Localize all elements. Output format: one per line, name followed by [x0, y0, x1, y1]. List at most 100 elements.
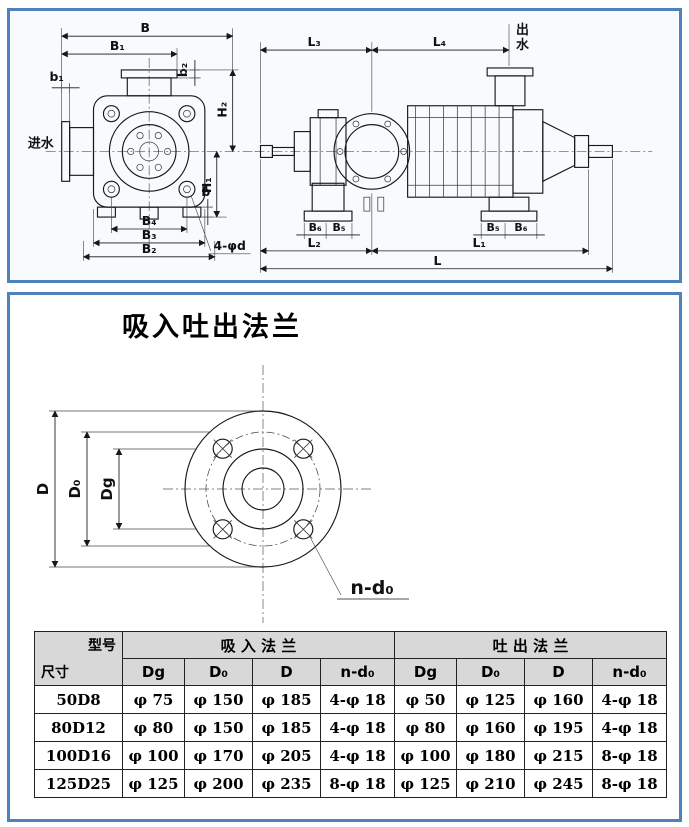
corner-model-label: 型号: [88, 638, 116, 654]
dim-b2: b₂: [175, 60, 201, 86]
dim-label-B5-right: B₅: [487, 221, 500, 234]
table-column-header-row: Dg D₀ D n-d₀ Dg D₀ D n-d₀: [35, 658, 667, 686]
model-cell: 125D25: [34, 769, 123, 798]
dim-label-L3: L₃: [308, 34, 321, 49]
dim-B: B: [61, 20, 234, 122]
dim-label-B1: B₁: [110, 38, 125, 53]
top-flange: [120, 69, 178, 97]
suction-housing: [333, 113, 411, 190]
flange-panel: 吸入吐出法兰: [7, 292, 682, 822]
bolt-holes: [212, 438, 314, 540]
col-header: D: [524, 658, 593, 686]
value-cell: φ 195: [524, 713, 593, 742]
dim-feet-right: B₅ B₆: [473, 221, 545, 239]
stage-casings: [407, 105, 514, 198]
dim-label-D: D: [34, 483, 52, 495]
model-cell: 100D16: [34, 741, 123, 770]
outlet-label-bottom: 水: [516, 37, 530, 53]
outlet-label: 出 水: [508, 22, 530, 66]
flange-face: [163, 365, 371, 623]
suction-flange-header: 吸 入 法 兰: [122, 631, 395, 659]
bolt-note-label: 4-φd: [213, 238, 245, 253]
value-cell: 8-φ 18: [592, 741, 667, 770]
dim-label-B2: B₂: [142, 241, 157, 256]
pump-drawing-panel: 进水 B B₁: [7, 8, 682, 283]
col-header: D: [252, 658, 321, 686]
model-cell: 80D12: [34, 713, 123, 742]
col-header: D₀: [456, 658, 525, 686]
bearing-housing: [293, 109, 347, 186]
value-cell: φ 150: [184, 713, 253, 742]
value-cell: φ 100: [394, 741, 457, 770]
dim-label-H2: H₂: [215, 102, 230, 118]
pump-front-view: 进水 B B₁: [28, 20, 257, 261]
dim-L: L: [259, 159, 614, 273]
value-cell: 4-φ 18: [592, 685, 667, 714]
table-row: 80D12 φ 80 φ 150 φ 185 4-φ 18 φ 80 φ 160…: [34, 713, 667, 742]
dim-Dg: Dg: [98, 448, 197, 530]
value-cell: φ 215: [524, 741, 593, 770]
bolt-hole-note: 4-φd: [190, 195, 251, 255]
drain-boss: [139, 206, 159, 220]
dim-B4: B₄: [110, 197, 188, 233]
inlet-flange: [61, 121, 95, 182]
dim-B3: B₃: [92, 209, 206, 247]
col-header: Dg: [122, 658, 185, 686]
dim-B1: B₁: [61, 38, 178, 70]
dim-H1: H₁: [199, 150, 227, 218]
value-cell: φ 75: [122, 685, 185, 714]
dim-label-Dg: Dg: [98, 477, 116, 500]
value-cell: φ 100: [122, 741, 185, 770]
col-header: n-d₀: [592, 658, 667, 686]
value-cell: φ 245: [524, 769, 593, 798]
pump-feet: [303, 182, 538, 222]
dim-label-L4: L₄: [433, 34, 446, 49]
value-cell: φ 50: [394, 685, 457, 714]
dim-label-b1: b₁: [50, 69, 64, 84]
value-cell: φ 80: [122, 713, 185, 742]
dim-label-B3: B₃: [142, 227, 157, 242]
discharge-flange-header: 吐 出 法 兰: [394, 631, 667, 659]
value-cell: φ 205: [252, 741, 321, 770]
value-cell: φ 200: [184, 769, 253, 798]
dim-D: D: [34, 410, 259, 568]
value-cell: φ 185: [252, 713, 321, 742]
corner-bolts: [102, 105, 196, 198]
inlet-label: 进水: [28, 135, 55, 151]
table-row: 50D8 φ 75 φ 150 φ 185 4-φ 18 φ 50 φ 125 …: [34, 685, 667, 714]
dim-b1: b₁: [50, 69, 80, 124]
flange-bolt-note-label: n-d₀: [350, 577, 393, 599]
value-cell: φ 125: [394, 769, 457, 798]
dim-D0: D₀: [66, 431, 211, 547]
model-cell: 50D8: [34, 685, 123, 714]
dim-label-B: B: [140, 20, 149, 35]
dim-label-D0: D₀: [66, 479, 84, 498]
dim-label-B5-left: B₅: [332, 221, 345, 234]
dim-H2: H₂: [177, 69, 239, 153]
value-cell: φ 180: [456, 741, 525, 770]
dim-L3: L₃: [259, 34, 373, 144]
value-cell: 4-φ 18: [320, 685, 395, 714]
dim-label-L2: L₂: [308, 235, 321, 250]
dim-label-B6-right: B₆: [514, 221, 527, 234]
value-cell: φ 125: [456, 685, 525, 714]
value-cell: φ 210: [456, 769, 525, 798]
dim-label-b: b: [201, 184, 210, 199]
corner-size-label: 尺寸: [41, 665, 69, 681]
dim-label-B6-left: B₆: [309, 221, 322, 234]
value-cell: φ 80: [394, 713, 457, 742]
value-cell: 4-φ 18: [320, 741, 395, 770]
value-cell: φ 150: [184, 685, 253, 714]
value-cell: φ 235: [252, 769, 321, 798]
suction-bore: [108, 111, 190, 192]
value-cell: 8-φ 18: [320, 769, 395, 798]
dim-label-L: L: [433, 253, 441, 268]
table-corner-cell: 型号 尺寸: [34, 631, 123, 686]
flange-drawing: D D₀ Dg n-d₀: [34, 365, 409, 623]
dim-label-B4: B₄: [142, 213, 157, 228]
dim-L2: L₂: [259, 159, 373, 273]
value-cell: 8-φ 18: [592, 769, 667, 798]
outlet-label-top: 出: [516, 22, 529, 38]
dim-b: b: [200, 184, 213, 226]
